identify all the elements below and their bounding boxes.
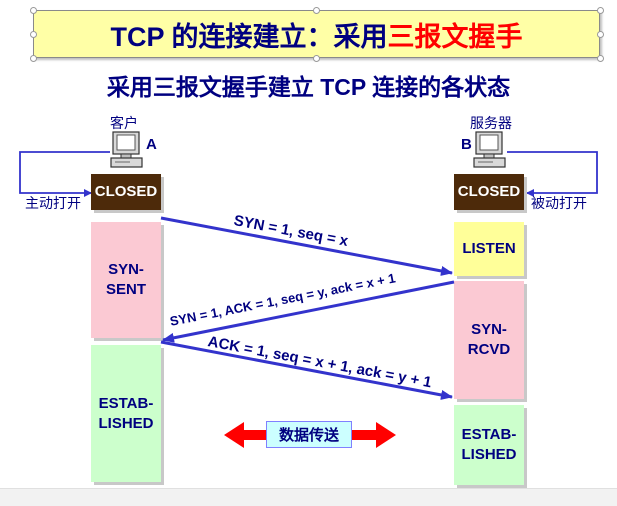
client-computer-icon [110, 131, 143, 168]
server-computer-icon [473, 131, 506, 168]
client-state-closed: CLOSED [91, 174, 161, 210]
selection-handle[interactable] [597, 55, 604, 62]
syn-arrow [160, 216, 453, 276]
active-open-arrow [19, 151, 110, 197]
active-open-label: 主动打开 [25, 195, 81, 211]
data-transfer-label: 数据传送 [266, 421, 352, 448]
server-state-syn-rcvd: SYN- RCVD [454, 281, 524, 399]
server-label: 服务器 [470, 115, 512, 131]
syn-ack-arrow [162, 280, 455, 343]
subtitle: 采用三报文握手建立 TCP 连接的各状态 [106, 74, 511, 100]
server-state-established: ESTAB- LISHED [454, 405, 524, 485]
server-state-closed: CLOSED [454, 174, 524, 210]
client-state-established: ESTAB- LISHED [91, 345, 161, 482]
title-main: TCP 的连接建立：采用 [110, 21, 388, 52]
client-letter: A [146, 136, 157, 153]
ack-arrow [160, 340, 453, 400]
selection-handle[interactable] [313, 7, 320, 14]
selection-handle[interactable] [30, 31, 37, 38]
title-highlight: 三报文握手 [387, 21, 523, 52]
client-state-syn-sent: SYN- SENT [91, 222, 161, 338]
selection-handle[interactable] [30, 7, 37, 14]
passive-open-arrow [507, 151, 598, 197]
selection-handle[interactable] [30, 55, 37, 62]
selection-handle[interactable] [597, 31, 604, 38]
selection-handle[interactable] [597, 7, 604, 14]
title-banner: TCP 的连接建立：采用三报文握手 [33, 10, 600, 58]
bottom-bar [0, 488, 617, 506]
selection-handle[interactable] [313, 55, 320, 62]
server-state-listen: LISTEN [454, 222, 524, 276]
passive-open-label: 被动打开 [531, 195, 587, 211]
server-letter: B [461, 136, 472, 153]
client-label: 客户 [110, 115, 138, 131]
